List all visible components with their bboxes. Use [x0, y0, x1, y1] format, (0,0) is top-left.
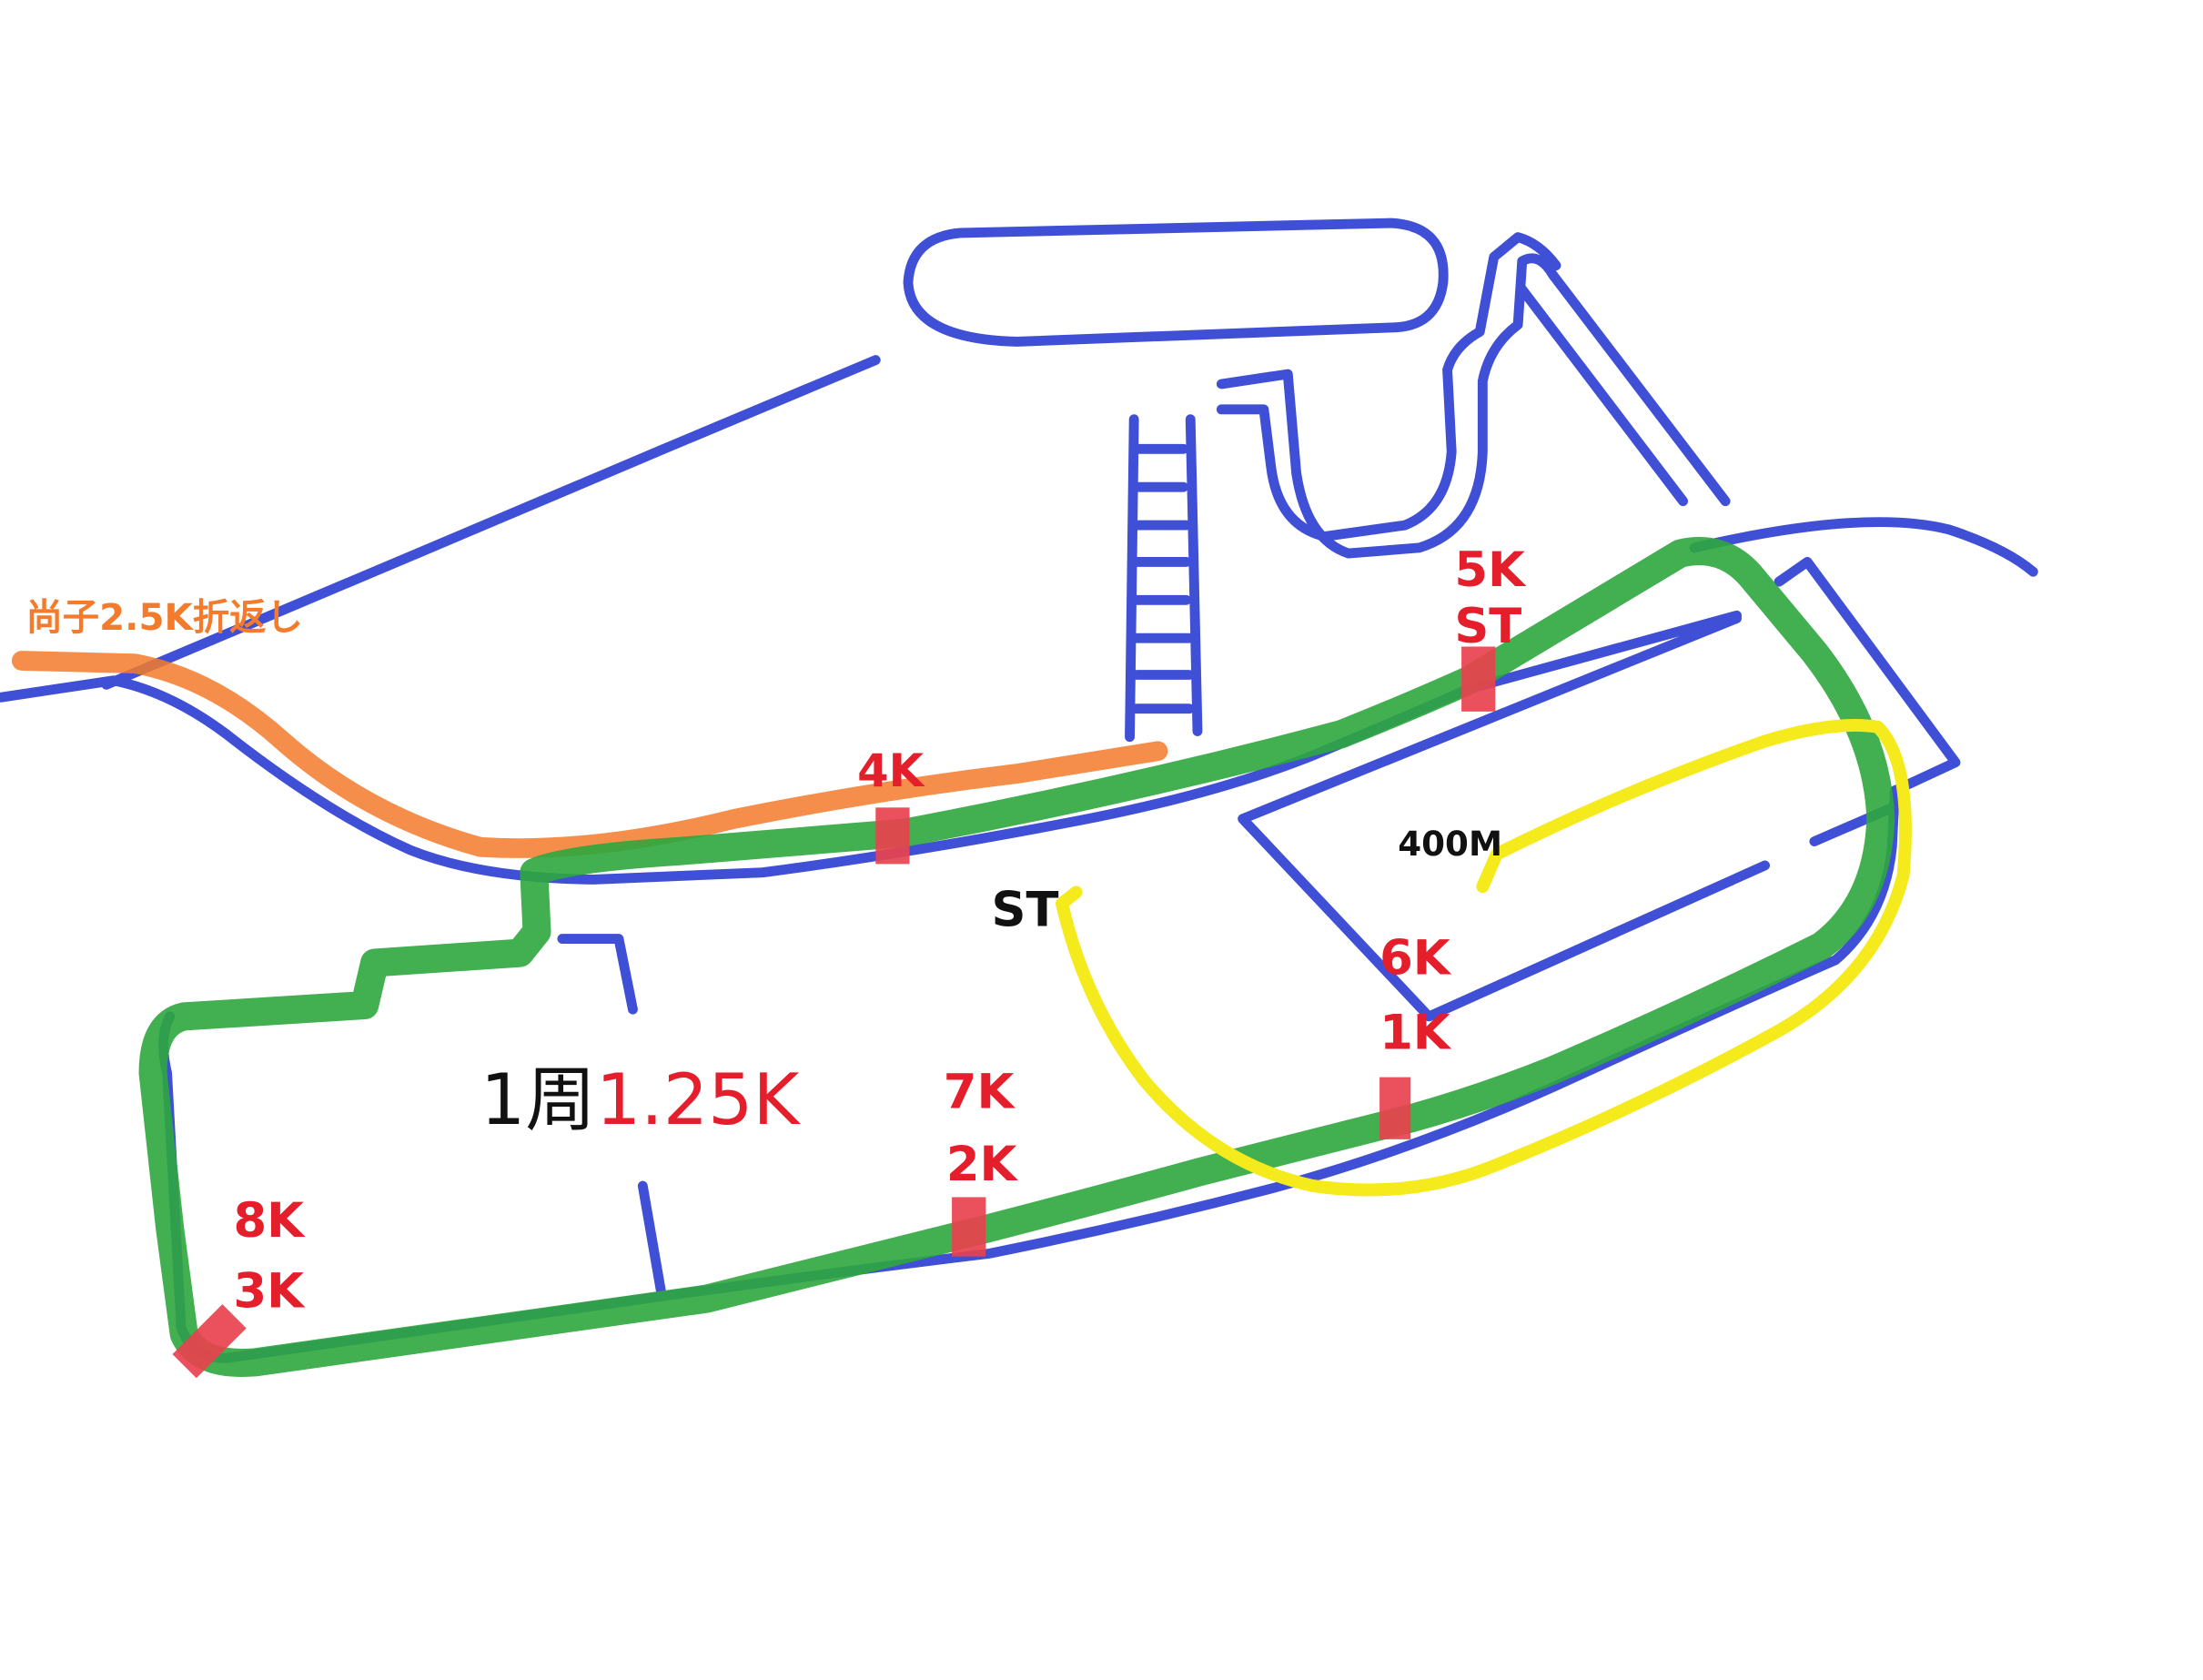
turnaround-label: 尚子2.5K折返し [25, 596, 302, 639]
lap-distance: 1.25K [596, 1059, 802, 1141]
marker-6k [1379, 1077, 1411, 1139]
distance-markers [172, 646, 1496, 1379]
loop-road-outer [1216, 253, 1731, 559]
label-7k: 7K [944, 1065, 1016, 1120]
track-label: 400M [1398, 824, 1502, 864]
marker-8k [172, 1304, 247, 1379]
marker-5k [1461, 646, 1496, 712]
label-8k: 8K [233, 1193, 306, 1249]
loop-road-branch [1517, 284, 1689, 507]
label-5k: 5K [1454, 542, 1527, 598]
marker-7k [952, 1197, 986, 1257]
triangle-bottom [1423, 860, 1771, 1022]
label-2k: 2K [946, 1137, 1019, 1192]
turnaround-route [11, 651, 1168, 858]
right-box [1774, 556, 1961, 796]
loop-road-inner [1216, 232, 1561, 541]
marker-4k [875, 807, 910, 865]
label-1k: 1K [1379, 1006, 1452, 1061]
label-6k: 6K [1379, 930, 1452, 986]
label-4k: 4K [857, 744, 925, 797]
main-route [138, 537, 1895, 1378]
inner-block-bottom [637, 1180, 666, 1297]
start-label: ST [992, 883, 1059, 938]
lap-label: 1周1.25K [480, 1059, 802, 1141]
ladder-left [1125, 414, 1139, 743]
inner-block-top [557, 934, 638, 1015]
road-upper-diagonal [101, 355, 881, 690]
label-3k: 3K [233, 1263, 306, 1319]
ladder-rungs [1131, 443, 1195, 714]
road-top-curve [1689, 517, 2038, 577]
triangle-left [1238, 613, 1742, 1019]
ladder-right [1185, 414, 1203, 736]
road-main-lower [158, 785, 1900, 1363]
label-5k-st: ST [1454, 599, 1521, 654]
lap-prefix: 1周 [480, 1059, 596, 1141]
oval-loop [903, 218, 1449, 347]
start-route [1056, 718, 1912, 1197]
